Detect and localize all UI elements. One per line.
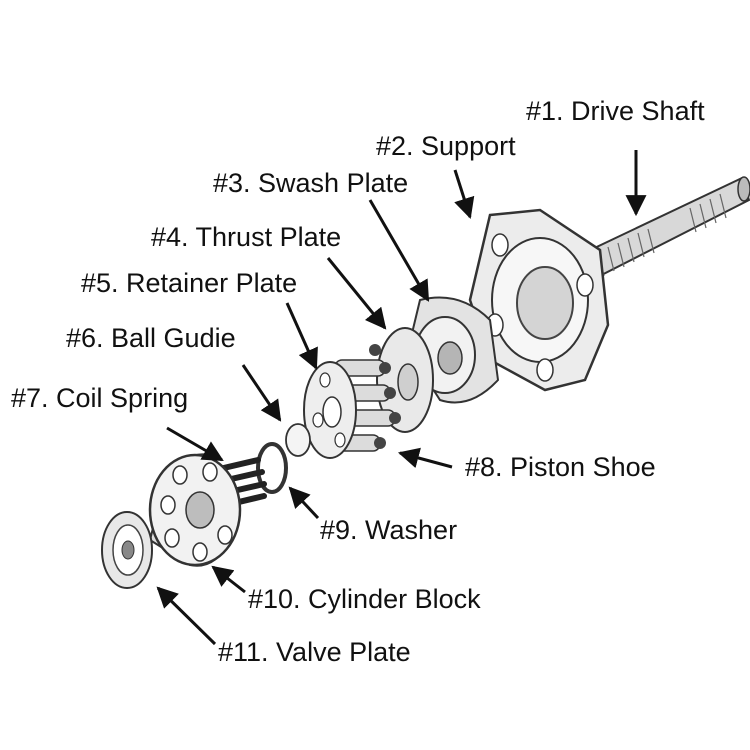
arrow-valve-plate: [156, 586, 217, 646]
valve-plate: [101, 511, 153, 589]
arrow-retainer-plate: [285, 302, 318, 370]
label-piston-shoe: #8. Piston Shoe: [465, 452, 656, 482]
label-swash-plate: #3. Swash Plate: [213, 168, 409, 198]
retainer-plate: [303, 361, 357, 459]
cylinder-block: [148, 453, 242, 567]
arrow-washer: [288, 486, 320, 520]
label-valve-plate: #11. Valve Plate: [218, 637, 411, 667]
arrow-piston-shoe: [397, 447, 453, 469]
label-coil-spring: #7. Coil Spring: [11, 383, 189, 413]
label-drive-shaft: #1. Drive Shaft: [526, 96, 705, 126]
leader-arrows: [156, 150, 647, 646]
label-support: #2. Support: [376, 131, 516, 161]
label-ball-guide: #6. Ball Gudie: [66, 323, 236, 353]
label-retainer-plate: #5. Retainer Plate: [81, 268, 298, 298]
arrow-cylinder-block: [211, 565, 246, 594]
arrow-thrust-plate: [326, 257, 387, 330]
support-housing: [468, 208, 610, 392]
washer: [256, 442, 288, 494]
label-washer: #9. Washer: [320, 515, 458, 545]
arrow-ball-guide: [241, 364, 282, 422]
label-cylinder-block: #10. Cylinder Block: [248, 584, 481, 614]
ball-guide: [285, 423, 311, 457]
thrust-plate: [376, 327, 434, 433]
drive-shaft: [563, 176, 750, 292]
arrow-support: [453, 169, 475, 220]
label-thrust-plate: #4. Thrust Plate: [151, 222, 342, 252]
arrow-coil-spring: [166, 426, 224, 462]
arrow-swash-plate: [368, 199, 430, 302]
